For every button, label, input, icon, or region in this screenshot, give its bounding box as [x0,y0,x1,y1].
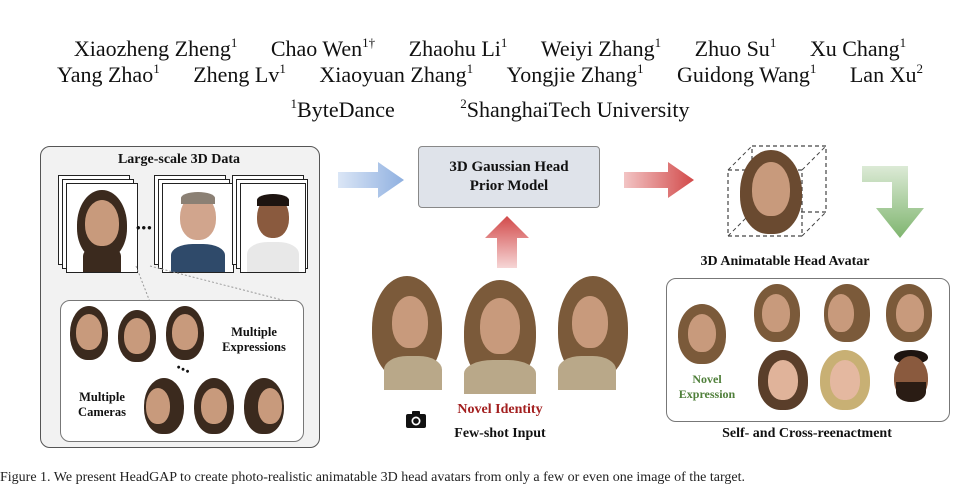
author-line-1: Xiaozheng Zheng1 Chao Wen1† Zhaohu Li1 W… [0,36,980,62]
prior-model-label: 3D Gaussian Head Prior Model [449,159,569,194]
red-arrow [624,162,694,198]
input-face-center [450,280,550,396]
reenact-face [818,350,872,412]
camera-face [240,378,288,436]
source-face [676,304,728,366]
expression-face [114,310,160,366]
reenactment-label: Self- and Cross-reenactment [722,426,892,441]
camera-icon [404,407,428,431]
reenact-face [882,348,938,414]
author: Weiyi Zhang1 [540,35,662,61]
camera-face [140,378,188,436]
multiple-expressions-label: Multiple Expressions [222,325,286,354]
author: Zhaohu Li1 [408,35,508,61]
reenact-face [756,350,810,412]
affiliation: 1ByteDance [290,96,395,122]
author: Zheng Lv1 [193,61,286,87]
author: Zhuo Su1 [694,35,777,61]
avatar-face [738,150,804,234]
author-line-2: Yang Zhao1 Zheng Lv1 Xiaoyuan Zhang1 Yon… [0,62,980,88]
figure-caption: Figure 1. We present HeadGAP to create p… [0,470,746,485]
novel-expression-label: Novel Expression [678,372,736,401]
connector-lines [135,265,291,303]
expression-face [162,306,208,362]
author: Yongjie Zhang1 [506,61,644,87]
camera-face [190,378,238,436]
data-title: Large-scale 3D Data [117,152,241,167]
prior-model-box: 3D Gaussian Head Prior Model [418,146,600,208]
reenact-face [752,284,802,344]
novel-identity-label: Novel Identity [457,402,543,417]
author: Xiaoyuan Zhang1 [319,61,474,87]
author: Lan Xu2 [849,61,923,87]
input-face-left [368,276,446,394]
blue-arrow [338,162,404,198]
reenact-face [822,284,872,344]
few-shot-label: Few-shot Input [454,426,546,441]
reenact-face [884,284,934,344]
affiliation: 2ShanghaiTech University [460,96,690,122]
author: Xiaozheng Zheng1 [73,35,238,61]
expression-face [66,306,112,362]
face-card [66,183,138,273]
red-up-arrow [485,216,529,268]
face-card [240,183,306,273]
affiliations: 1ByteDance 2ShanghaiTech University [0,97,980,123]
input-face-right [554,276,632,394]
multiple-cameras-label: Multiple Cameras [78,390,126,419]
ellipsis: ••• [136,220,153,235]
green-arrow [862,166,924,238]
author: Chao Wen1† [270,35,376,61]
author: Guidong Wang1 [676,61,817,87]
author: Yang Zhao1 [57,61,160,87]
avatar-label: 3D Animatable Head Avatar [700,254,870,269]
author: Xu Chang1 [809,35,907,61]
face-card [162,183,234,273]
